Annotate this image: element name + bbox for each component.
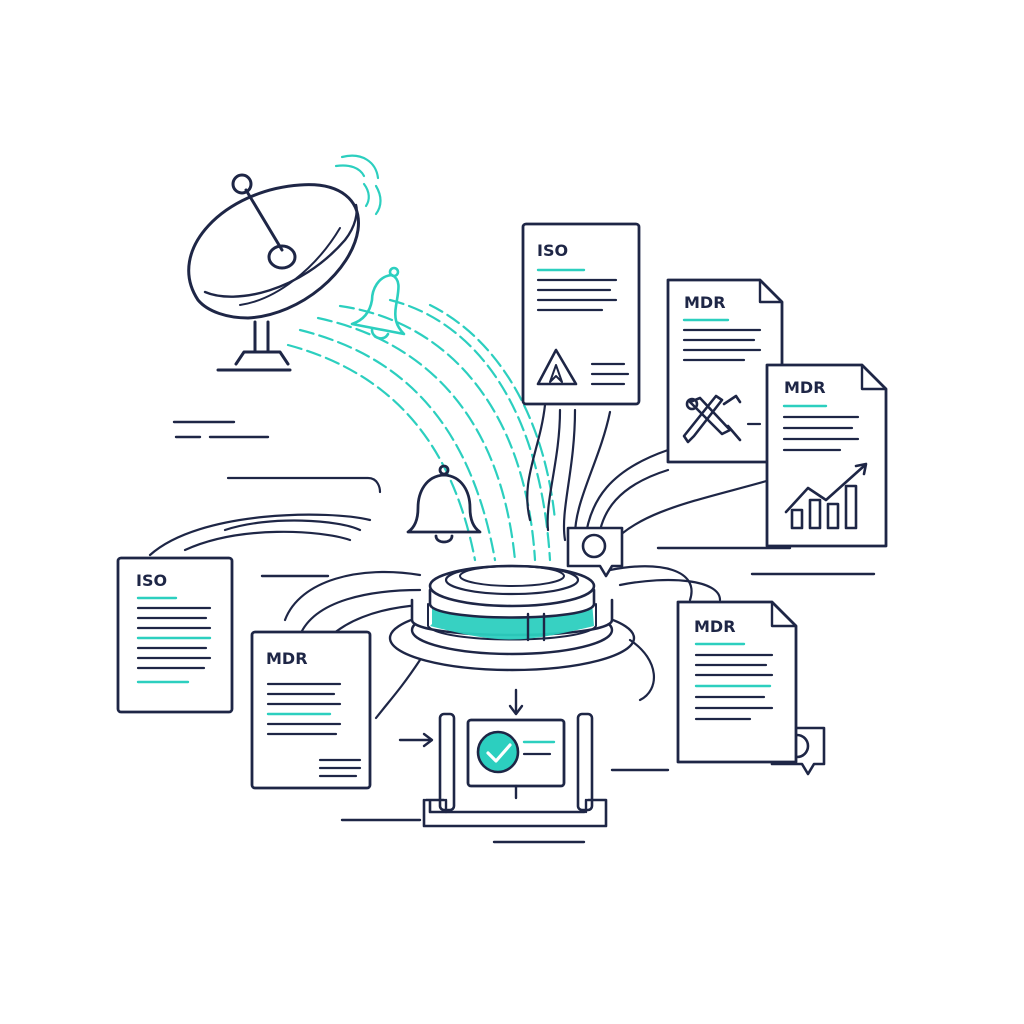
checkmark-monitor-icon — [398, 688, 608, 828]
document-mdr-left: MDR — [250, 630, 372, 790]
alert-bell-icon — [406, 464, 482, 544]
data-flow-streams — [286, 298, 557, 562]
decorative-dashes — [172, 420, 876, 844]
tools-icon — [682, 394, 742, 444]
document-label: MDR — [784, 378, 826, 397]
search-bubble-icon — [566, 526, 624, 578]
signal-waves — [334, 154, 382, 216]
warning-triangle-icon — [536, 348, 578, 386]
document-label: MDR — [684, 293, 726, 312]
document-mdr-chart: MDR — [765, 363, 888, 548]
central-hub-icon — [388, 564, 636, 672]
document-mdr-top: MDR — [666, 278, 784, 464]
growth-chart-icon — [784, 462, 868, 530]
satellite-dish-icon — [187, 173, 360, 372]
document-label: MDR — [694, 617, 736, 636]
document-iso-left: ISO — [116, 556, 234, 714]
document-mdr-right: MDR — [676, 600, 798, 764]
document-label: ISO — [136, 571, 167, 590]
document-label: ISO — [537, 241, 568, 260]
document-iso-top: ISO — [521, 222, 641, 406]
notification-bell-icon — [350, 266, 406, 340]
document-label: MDR — [266, 649, 308, 668]
